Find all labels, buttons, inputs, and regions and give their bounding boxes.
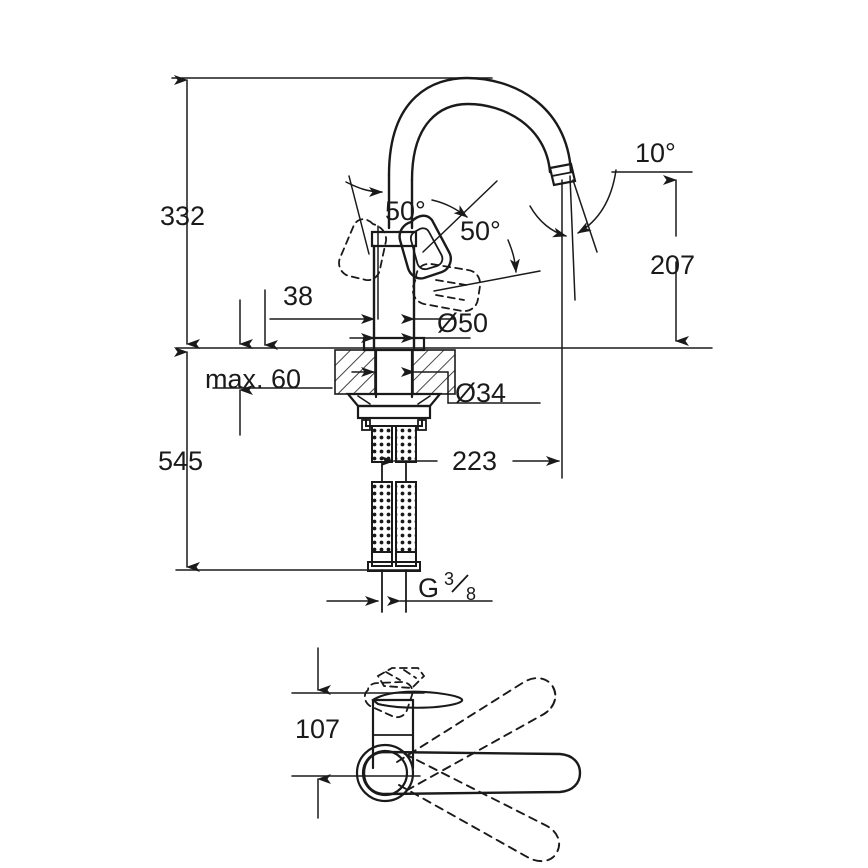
dim-207 [611,171,693,346]
lever-handle-ghost-right [411,263,481,312]
mounting-shank [374,348,414,399]
plan-lever-ghost-upper [396,677,557,794]
spout-arc [387,76,573,182]
label-332: 332 [160,201,205,231]
label-g38: G 3 8 [418,569,476,604]
lever-handle-ghost-left [338,218,387,282]
plan-lever-solid [362,750,582,796]
dim-38 [264,225,379,350]
label-223: 223 [452,446,497,476]
mounting-washer [345,392,443,420]
flex-hose-lower [367,481,421,572]
label-d50: Ø50 [437,308,488,338]
supply-tubes [381,461,407,613]
mixer-body [362,230,426,352]
angle-50-lower-right [433,239,541,292]
svg-text:G: G [418,573,439,603]
label-107: 107 [295,714,340,744]
lever-handle [398,214,452,280]
angle-50-upper-right [422,180,498,253]
dim-max60 [212,299,333,436]
flex-hose-upper [371,425,417,463]
dim-10-degrees [529,169,617,301]
label-10-degrees: 10° [635,138,676,168]
spout-outlet [548,162,577,187]
mounting-nut [361,417,427,431]
countertop-section [334,349,456,395]
label-38: 38 [283,281,313,311]
plan-lever-ghost-top [363,667,426,719]
label-50-degrees-right: 50° [460,216,501,246]
angle-50-left [345,175,383,255]
label-50-degrees-left: 50° [385,196,426,226]
label-max60: max. 60 [205,364,301,394]
label-d34: Ø34 [455,378,506,408]
svg-text:3: 3 [444,569,454,589]
dim-107 [291,647,425,819]
label-207: 207 [650,250,695,280]
label-545: 545 [158,446,203,476]
plan-lever-ghost-lower [398,752,561,863]
svg-text:8: 8 [466,584,476,604]
